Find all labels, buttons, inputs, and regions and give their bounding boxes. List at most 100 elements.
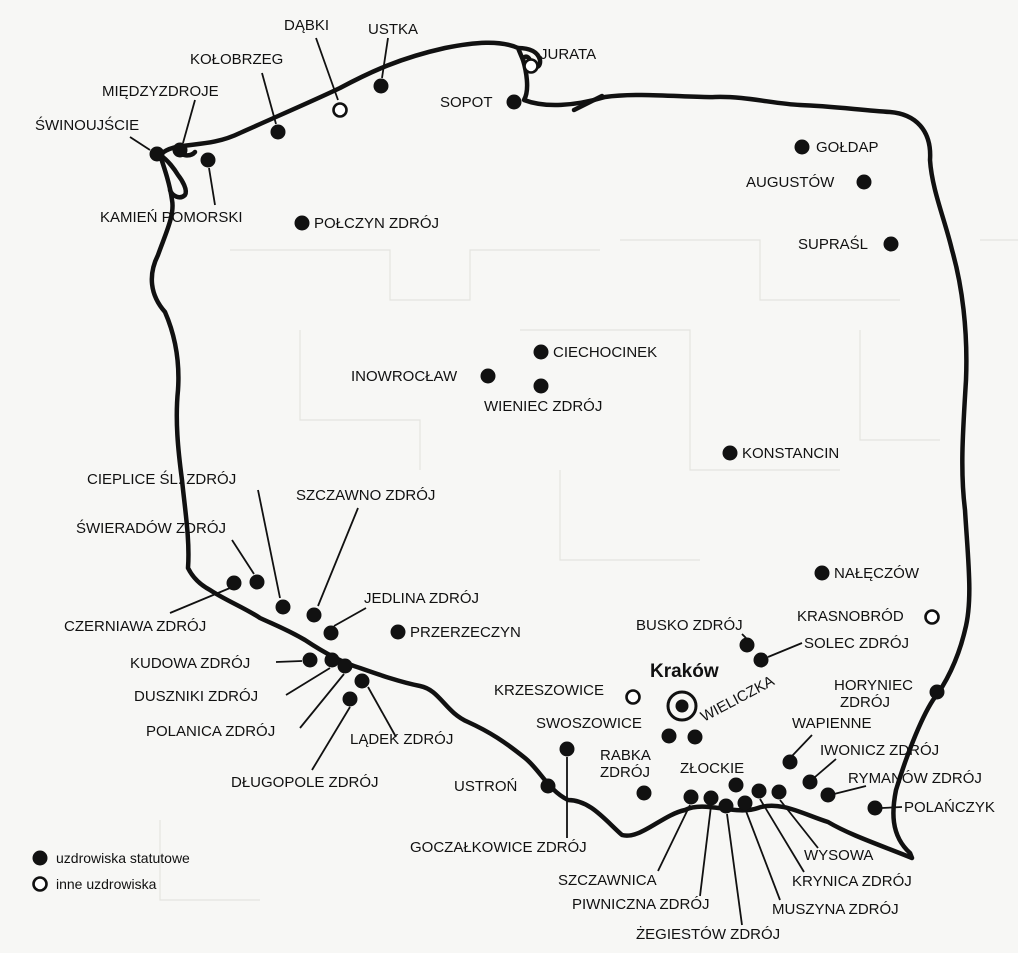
krzeszowice-label: KRZESZOWICE (494, 682, 604, 699)
legend-hollow-dot-icon (32, 876, 48, 892)
duszniki-zdroj-leader-line (285, 667, 331, 696)
krakow-label: Kraków (650, 661, 719, 682)
polczyn-zdroj-label: POŁCZYN ZDRÓJ (314, 215, 439, 232)
ciechocinek-statutory-spa-marker (533, 344, 549, 360)
muszyna-zdroj-statutory-spa-marker (737, 795, 753, 811)
ustka-statutory-spa-marker (373, 78, 389, 94)
iwonicz-zdroj-label: IWONICZ ZDRÓJ (820, 742, 939, 759)
kolobrzeg-leader-line (261, 72, 277, 125)
szczawno-zdroj-leader-line (317, 507, 359, 607)
dlugopole-zdroj-statutory-spa-marker (342, 691, 358, 707)
legend-other-label: inne uzdrowiska (56, 876, 157, 892)
legend-statutory-label: uzdrowiska statutowe (56, 850, 190, 866)
wapienne-label: WAPIENNE (792, 715, 871, 732)
wysowa-statutory-spa-marker (771, 784, 787, 800)
rymanow-zdroj-label: RYMANÓW ZDRÓJ (848, 770, 982, 787)
czerniawa-zdroj-leader-line (169, 587, 231, 614)
krynica-zdroj-statutory-spa-marker (751, 783, 767, 799)
krasnobrod-label: KRASNOBRÓD (797, 608, 904, 625)
dabki-leader-line (315, 37, 339, 101)
szczawnica-label: SZCZAWNICA (558, 872, 657, 889)
kolobrzeg-statutory-spa-marker (270, 124, 286, 140)
swieradow-zdroj-label: ŚWIERADÓW ZDRÓJ (76, 519, 226, 537)
zlockie-label: ZŁOCKIE (680, 760, 744, 777)
goczalkowice-zdroj-label: GOCZAŁKOWICE ZDRÓJ (410, 839, 587, 856)
dabki-label: DĄBKI (284, 17, 329, 34)
ladek-zdroj-label: LĄDEK ZDRÓJ (350, 731, 453, 748)
ladek-zdroj-statutory-spa-marker (354, 673, 370, 689)
iwonicz-zdroj-statutory-spa-marker (802, 774, 818, 790)
przerzeczyn-label: PRZERZECZYN (410, 624, 521, 641)
czerniawa-zdroj-label: CZERNIAWA ZDRÓJ (64, 618, 206, 635)
zegiestow-zdroj-statutory-spa-marker (718, 798, 734, 814)
duszniki-zdroj-statutory-spa-marker (324, 652, 340, 668)
inowroclaw-label: INOWROCŁAW (351, 368, 458, 385)
ustron-statutory-spa-marker (540, 778, 556, 794)
kudowa-zdroj-leader-line (275, 660, 303, 663)
cieplice-sl-zdroj-label: CIEPLICE ŚL. ZDRÓJ (87, 470, 236, 488)
jedlina-zdroj-statutory-spa-marker (323, 625, 339, 641)
legend: uzdrowiska statutowe inne uzdrowiska (32, 850, 190, 892)
piwniczna-zdroj-leader-line (699, 805, 712, 897)
wapienne-leader-line (791, 734, 813, 757)
polczyn-zdroj-statutory-spa-marker (294, 215, 310, 231)
goczalkowice-zdroj-statutory-spa-marker (559, 741, 575, 757)
jurata-label: JURATA (540, 46, 596, 63)
miedzyzdroje-statutory-spa-marker (172, 142, 188, 158)
wieniec-zdroj-label: WIENIEC ZDRÓJ (484, 398, 602, 415)
szczawnica-statutory-spa-marker (683, 789, 699, 805)
naleczow-statutory-spa-marker (814, 565, 830, 581)
kamien-pomorski-statutory-spa-marker (200, 152, 216, 168)
vistula-spit (571, 93, 605, 113)
horyniec-zdroj-statutory-spa-marker (929, 684, 945, 700)
jedlina-zdroj-label: JEDLINA ZDRÓJ (364, 590, 479, 607)
dabki-other-spa-marker (332, 102, 348, 118)
markers-layer (149, 58, 945, 816)
polanica-zdroj-label: POLANICA ZDRÓJ (146, 723, 275, 740)
swieradow-zdroj-leader-line (231, 539, 255, 575)
busko-zdroj-statutory-spa-marker (739, 637, 755, 653)
kamien-pomorski-label: KAMIEŃ POMORSKI (100, 209, 243, 226)
szczawno-zdroj-statutory-spa-marker (306, 607, 322, 623)
solec-zdroj-statutory-spa-marker (753, 652, 769, 668)
zlockie-statutory-spa-marker (728, 777, 744, 793)
miedzyzdroje-leader-line (182, 99, 196, 144)
ladek-zdroj-leader-line (367, 686, 397, 738)
polanica-zdroj-statutory-spa-marker (337, 658, 353, 674)
cieplice-sl-zdroj-statutory-spa-marker (275, 599, 291, 615)
wysowa-leader-line (779, 799, 819, 849)
busko-zdroj-leader-line (741, 633, 747, 639)
polanczyk-label: POLAŃCZYK (904, 799, 995, 816)
swinoujscie-leader-line (129, 136, 151, 151)
zegiestow-zdroj-leader-line (726, 813, 743, 926)
leader-lines (129, 37, 903, 926)
polanczyk-statutory-spa-marker (867, 800, 883, 816)
kudowa-zdroj-statutory-spa-marker (302, 652, 318, 668)
konstancin-statutory-spa-marker (722, 445, 738, 461)
czerniawa-zdroj-statutory-spa-marker (226, 575, 242, 591)
krynica-zdroj-leader-line (759, 798, 805, 873)
goldap-statutory-spa-marker (794, 139, 810, 155)
krzeszowice-other-spa-marker (625, 689, 641, 705)
duszniki-zdroj-label: DUSZNIKI ZDRÓJ (134, 688, 258, 705)
zegiestow-zdroj-label: ŻEGIESTÓW ZDRÓJ (636, 925, 780, 943)
rymanow-zdroj-leader-line (833, 785, 867, 795)
kamien-pomorski-leader-line (208, 167, 216, 206)
konstancin-label: KONSTANCIN (742, 445, 839, 462)
inowroclaw-statutory-spa-marker (480, 368, 496, 384)
muszyna-zdroj-label: MUSZYNA ZDRÓJ (772, 901, 899, 918)
polanczyk-leader-line (881, 806, 903, 809)
wapienne-statutory-spa-marker (782, 754, 798, 770)
kudowa-zdroj-label: KUDOWA ZDRÓJ (130, 655, 250, 672)
suprasl-statutory-spa-marker (883, 236, 899, 252)
goldap-label: GOŁDAP (816, 139, 879, 156)
ustka-leader-line (381, 37, 389, 79)
swoszowice-label: SWOSZOWICE (536, 715, 642, 732)
iwonicz-zdroj-leader-line (814, 758, 837, 778)
solec-zdroj-leader-line (767, 642, 803, 658)
solec-zdroj-label: SOLEC ZDRÓJ (804, 635, 909, 652)
cieplice-sl-zdroj-leader-line (257, 489, 281, 599)
